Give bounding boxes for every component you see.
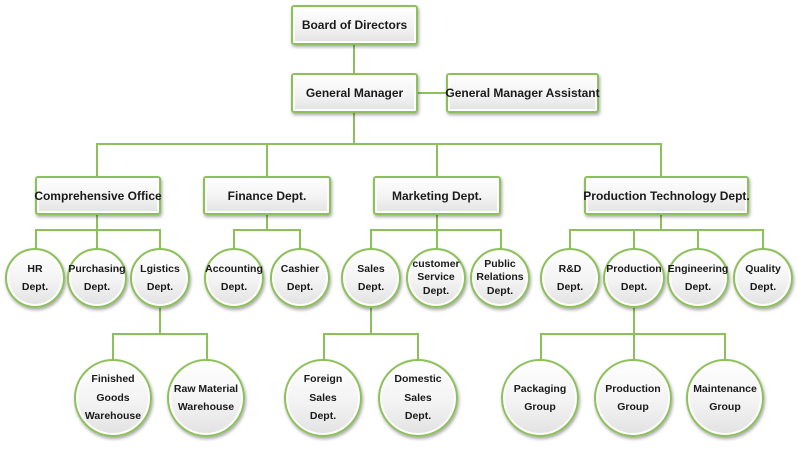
public-relations-dept-circle: Public Relations Dept. — [470, 248, 530, 308]
node-label: customer Service Dept. — [412, 257, 460, 297]
node-label: Accounting Dept. — [205, 262, 263, 293]
node-label: Quality Dept. — [745, 262, 781, 293]
general-manager-assistant-box: General Manager Assistant — [445, 73, 600, 113]
foreign-sales-dept-circle: Foreign Sales Dept. — [284, 359, 362, 437]
node-label: Public Relations Dept. — [476, 257, 524, 297]
connector-line — [96, 143, 98, 177]
sales-dept-circle: Sales Dept. — [341, 248, 401, 308]
node-label: Raw Material Warehouse — [173, 382, 239, 413]
connector-line — [633, 333, 635, 360]
packaging-group-circle: Packaging Group — [501, 359, 579, 437]
connector-line — [299, 229, 301, 249]
connector-line — [35, 229, 161, 231]
connector-line — [96, 229, 98, 249]
rd-dept-circle: R&D Dept. — [540, 248, 600, 308]
node-label: HR Dept. — [21, 262, 49, 293]
connector-line — [112, 333, 208, 335]
connector-line — [569, 229, 764, 231]
connector-line — [159, 307, 161, 334]
node-label: Production Dept. — [606, 262, 662, 293]
connector-line — [417, 333, 419, 360]
node-label: Finance Dept. — [227, 188, 307, 203]
accounting-dept-circle: Accounting Dept. — [204, 248, 264, 308]
node-label: R&D Dept. — [556, 262, 584, 293]
node-label: Foreign Sales Dept. — [303, 373, 343, 423]
connector-line — [697, 229, 699, 249]
comprehensive-office-box: Comprehensive Office — [34, 176, 162, 215]
cashier-dept-circle: Cashier Dept. — [270, 248, 330, 308]
connector-line — [724, 333, 726, 360]
connector-line — [323, 333, 419, 335]
connector-line — [569, 229, 571, 249]
connector-line — [96, 214, 98, 230]
finished-goods-warehouse-circle: Finished Goods Warehouse — [74, 359, 152, 437]
customer-service-dept-circle: customer Service Dept. — [406, 248, 466, 308]
node-label: Purchasing Dept. — [68, 262, 126, 293]
node-label: Production Technology Dept. — [583, 188, 750, 203]
node-label: Engineering Dept. — [667, 262, 729, 293]
node-label: Board of Directors — [301, 18, 408, 32]
connector-line — [233, 229, 235, 249]
connector-line — [370, 229, 372, 249]
connector-line — [500, 229, 502, 249]
node-label: Production Group — [605, 382, 661, 413]
marketing-dept-box: Marketing Dept. — [373, 176, 501, 215]
general-manager-box: General Manager — [291, 73, 418, 113]
node-label: Finished Goods Warehouse — [84, 373, 142, 423]
hr-dept-circle: HR Dept. — [5, 248, 65, 308]
raw-material-warehouse-circle: Raw Material Warehouse — [167, 359, 245, 437]
node-label: General Manager Assistant — [445, 86, 600, 100]
production-dept-circle: Production Dept. — [603, 248, 665, 308]
connector-line — [233, 229, 301, 231]
node-label: Lgistics Dept. — [140, 262, 180, 293]
node-label: Marketing Dept. — [391, 188, 482, 203]
connector-line — [112, 333, 114, 360]
finance-dept-box: Finance Dept. — [203, 176, 331, 215]
connector-line — [159, 229, 161, 249]
logistics-dept-circle: Lgistics Dept. — [130, 248, 190, 308]
connector-line — [206, 333, 208, 360]
connector-line — [660, 143, 662, 177]
node-label: Comprehensive Office — [34, 188, 162, 203]
node-label: Packaging Group — [513, 382, 567, 413]
connector-line — [633, 307, 635, 334]
connector-line — [540, 333, 542, 360]
connector-line — [266, 143, 268, 177]
maintenance-group-circle: Maintenance Group — [686, 359, 764, 437]
node-label: Maintenance Group — [693, 382, 757, 413]
domestic-sales-dept-circle: Domestic Sales Dept. — [378, 359, 458, 437]
node-label: Domestic Sales Dept. — [394, 373, 442, 423]
board-of-directors-box: Board of Directors — [291, 5, 418, 45]
connector-line — [660, 214, 662, 230]
connector-line — [35, 229, 37, 249]
connector-line — [266, 214, 268, 230]
connector-line — [436, 214, 438, 230]
connector-line — [353, 44, 355, 74]
connector-line — [762, 229, 764, 249]
purchasing-dept-circle: Purchasing Dept. — [67, 248, 127, 308]
quality-dept-circle: Quality Dept. — [733, 248, 793, 308]
connector-line — [436, 229, 438, 249]
connector-line — [436, 143, 438, 177]
connector-line — [96, 143, 662, 145]
production-group-circle: Production Group — [594, 359, 672, 437]
connector-line — [418, 92, 446, 94]
node-label: General Manager — [305, 86, 404, 100]
connector-line — [633, 229, 635, 249]
connector-line — [370, 307, 372, 334]
engineering-dept-circle: Engineering Dept. — [667, 248, 729, 308]
connector-line — [323, 333, 325, 360]
production-technology-dept-box: Production Technology Dept. — [583, 176, 750, 215]
connector-line — [353, 112, 355, 144]
node-label: Sales Dept. — [357, 262, 385, 293]
node-label: Cashier Dept. — [280, 262, 320, 293]
